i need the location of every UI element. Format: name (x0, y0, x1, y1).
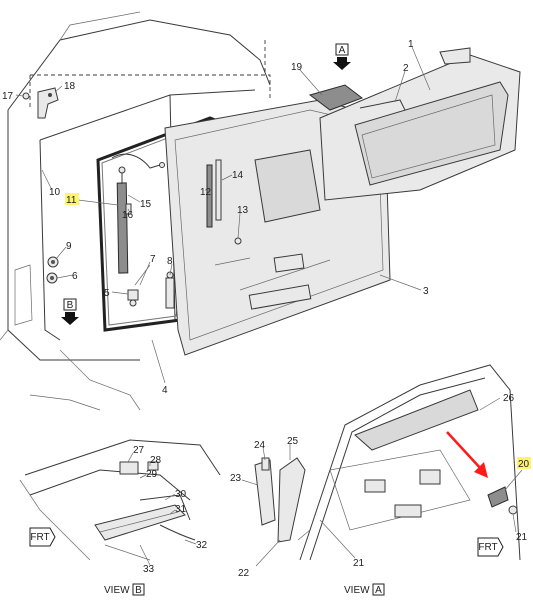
front-tag-left-text: FRT (30, 532, 49, 543)
callout-27: 27 (133, 445, 145, 456)
seal-2 (359, 99, 406, 111)
callout-25: 25 (287, 436, 299, 447)
callout-32: 32 (196, 540, 208, 551)
spoiler-19 (308, 84, 364, 111)
hinge-18 (22, 87, 59, 119)
callout-3: 3 (423, 286, 429, 297)
gas-strut (111, 153, 165, 274)
leader-lines (15, 46, 523, 567)
callout-11-highlight (65, 193, 79, 205)
callout-31: 31 (175, 504, 187, 515)
bolt-16 (125, 203, 132, 215)
bolt-13 (234, 237, 242, 245)
callout-1: 1 (408, 39, 414, 50)
striker-5 (127, 264, 151, 307)
callout-29: 29 (146, 469, 158, 480)
bumper-8 (165, 271, 175, 309)
view-a-label-prefix: VIEW (344, 585, 370, 596)
view-b-label: VIEW B (104, 583, 145, 596)
liftgate-outer-shell (319, 47, 521, 201)
callout-24: 24 (254, 440, 266, 451)
callout-2: 2 (403, 63, 409, 74)
callout-19: 19 (291, 62, 303, 73)
front-direction-tag-left: FRT (29, 527, 56, 547)
callout-26: 26 (503, 393, 515, 404)
callout-5: 5 (104, 288, 110, 299)
callout-8: 8 (167, 256, 173, 267)
callout-20-highlight (517, 457, 531, 469)
callout-16: 16 (122, 210, 134, 221)
view-b-detail (19, 439, 221, 561)
view-a-label: VIEW A (344, 583, 385, 596)
view-a-marker: A (333, 43, 351, 70)
grommet-9 (47, 256, 59, 268)
callout-30: 30 (175, 489, 187, 500)
callout-12: 12 (200, 187, 212, 198)
callout-13: 13 (237, 205, 249, 216)
callout-21-right: 21 (516, 532, 528, 543)
grommet-6 (46, 272, 58, 284)
callout-17: 17 (2, 91, 14, 102)
view-a-marker-letter: A (339, 45, 346, 56)
callout-7: 7 (150, 254, 156, 265)
callout-14: 14 (232, 170, 244, 181)
callout-10: 10 (49, 187, 61, 198)
callout-20: 20 (518, 459, 530, 470)
strut-12 (206, 164, 213, 228)
callout-4: 4 (162, 385, 168, 396)
callout-23: 23 (230, 473, 242, 484)
callout-18: 18 (64, 81, 76, 92)
callout-15: 15 (140, 199, 152, 210)
view-a-label-letter: A (375, 585, 382, 596)
leader-box (29, 40, 271, 110)
strut-14 (215, 159, 222, 221)
callout-11: 11 (66, 195, 77, 206)
callout-28: 28 (150, 455, 162, 466)
callout-numbers: 1 2 19 18 17 10 11 16 15 12 14 13 9 6 7 … (2, 39, 531, 579)
view-b-label-letter: B (135, 585, 142, 596)
callout-21-bottom: 21 (353, 558, 365, 569)
view-b-marker-letter: B (67, 300, 74, 311)
front-direction-tag-right: FRT (477, 537, 504, 557)
callout-6: 6 (72, 271, 78, 282)
highlight-pointer-arrow (446, 431, 488, 478)
callout-33: 33 (143, 564, 155, 575)
front-tag-right-text: FRT (478, 542, 497, 553)
view-b-marker: B (61, 298, 79, 325)
view-b-label-prefix: VIEW (104, 585, 130, 596)
callout-9: 9 (66, 241, 72, 252)
callout-22: 22 (238, 568, 250, 579)
view-a-detail (254, 364, 521, 561)
